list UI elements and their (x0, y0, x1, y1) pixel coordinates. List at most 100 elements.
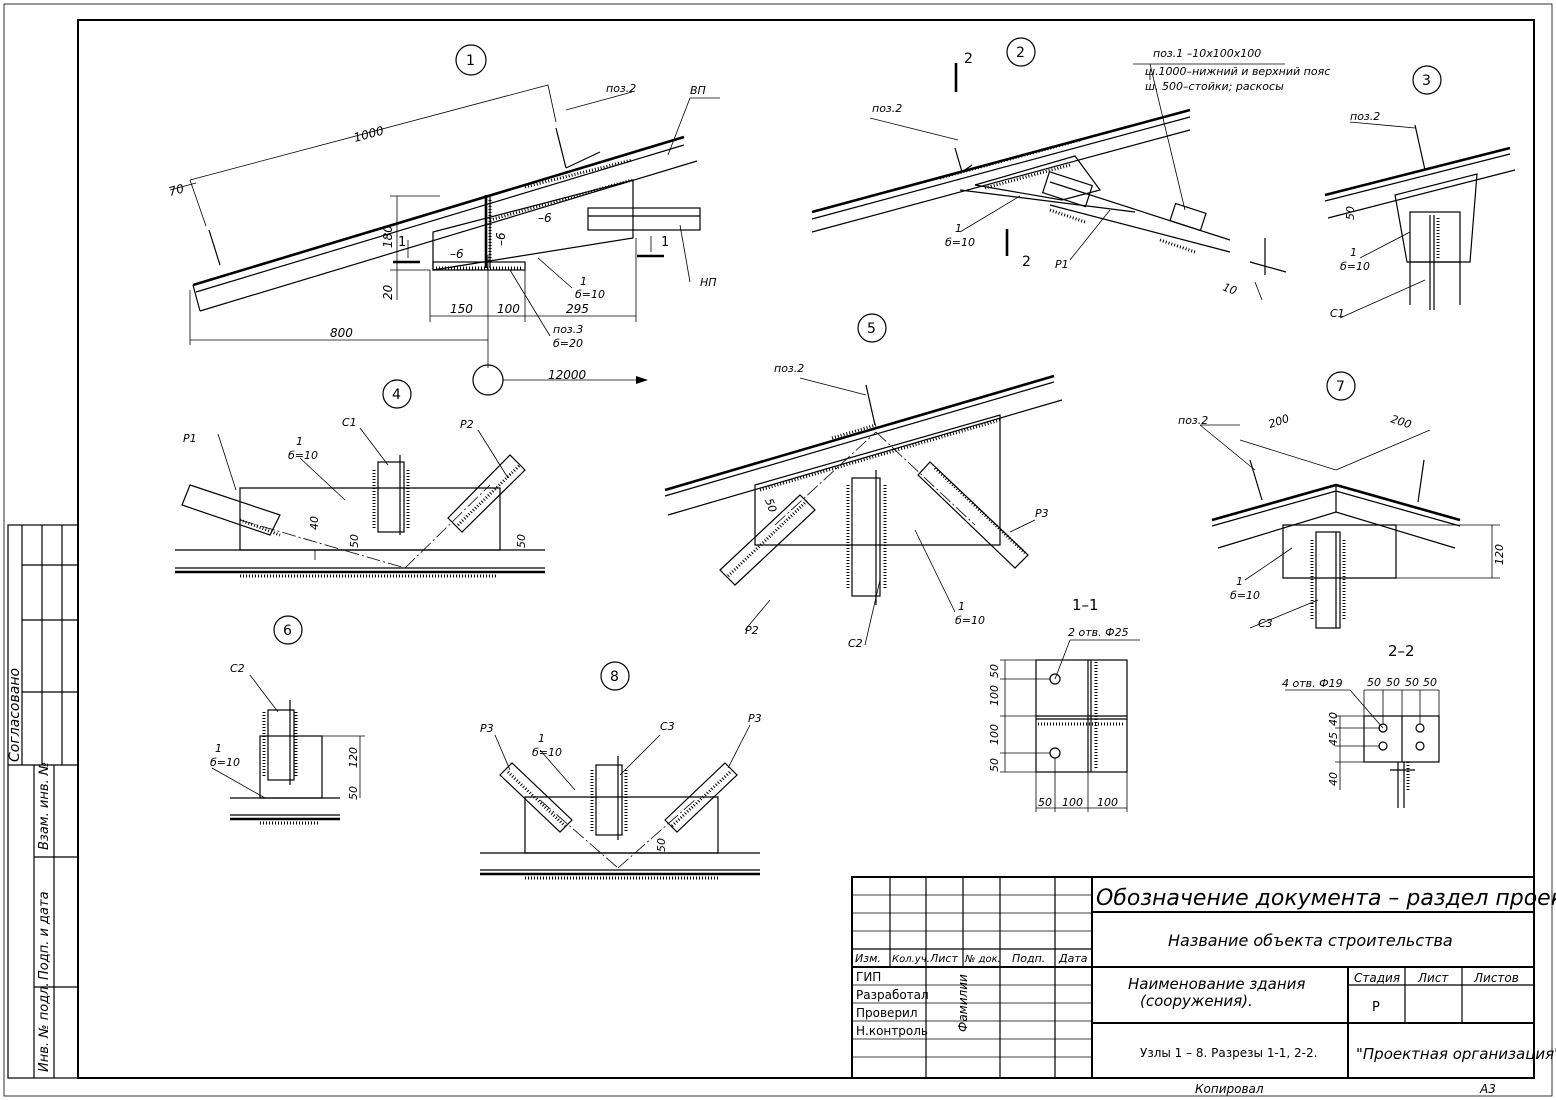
role-checker: Проверил (856, 1006, 918, 1020)
format-label: А3 (1479, 1082, 1496, 1096)
sec11-h-100a: 100 (1062, 796, 1083, 809)
inv-orig-label: Инв. № подл. (37, 982, 52, 1072)
n3-pos2: поз.2 (1350, 110, 1380, 123)
sec22-h-50c: 50 (1405, 676, 1419, 689)
n1-pos3: поз.3 (553, 323, 583, 336)
sec22-h-50b: 50 (1386, 676, 1400, 689)
n3-c1: С1 (1330, 307, 1345, 320)
n4-thick10: б=10 (288, 449, 318, 462)
sheet-content: Узлы 1 – 8. Разрезы 1-1, 2-2. (1140, 1046, 1317, 1060)
n1-t6-a: –6 (538, 211, 552, 225)
n8-dim50: 50 (655, 838, 668, 852)
n5-r2: Р2 (745, 624, 759, 637)
n1-dim-180: 180 (381, 225, 395, 248)
n8-thick10: б=10 (532, 746, 562, 759)
node-8-marker (600, 661, 630, 691)
col-docnum: № док. (964, 954, 1001, 965)
role-norm-control: Н.контроль (856, 1024, 928, 1038)
n2-note-1: поз.1 –10х100х100 (1153, 47, 1261, 60)
sec11-v-100a: 100 (988, 685, 1001, 706)
section-1-1 (1000, 639, 1140, 812)
n1-dim-12000: 12000 (548, 368, 587, 382)
copied-label: Копировал (1195, 1082, 1264, 1096)
sec11-title: 1–1 (1072, 596, 1099, 614)
n7-dim200-b: 200 (1389, 412, 1413, 431)
n8-c3: С3 (660, 720, 675, 733)
sec11-h-50: 50 (1038, 796, 1052, 809)
node-8 (480, 661, 760, 880)
n8-r3-a: Р3 (480, 722, 494, 735)
title-block (851, 876, 1535, 1079)
node-5-marker (857, 313, 887, 343)
n1-np: НП (700, 276, 717, 289)
n2-r1: Р1 (1055, 258, 1069, 271)
n4-c1: С1 (342, 416, 357, 429)
n2-item1: 1 (955, 222, 962, 235)
n2-sec-a: 2 (964, 51, 973, 67)
n7-item1: 1 (1236, 575, 1243, 588)
n4-r2: Р2 (460, 418, 474, 431)
sec11-v-100b: 100 (988, 724, 1001, 745)
n3-item1: 1 (1350, 246, 1357, 259)
n7-pos2: поз.2 (1178, 414, 1208, 427)
n3-dim50: 50 (1344, 206, 1357, 220)
organization: "Проектная организация" (1356, 1045, 1556, 1063)
node-1 (169, 44, 720, 396)
node-2 (811, 37, 1287, 301)
sheet-header: Лист (1417, 971, 1449, 985)
n1-sec-a: 1 (398, 235, 406, 250)
n7-c3: С3 (1258, 617, 1273, 630)
n2-pos2: поз.2 (872, 102, 902, 115)
node-5-num: 5 (867, 321, 876, 337)
n1-pos2: поз.2 (606, 82, 636, 95)
node-7-num: 7 (1336, 379, 1345, 395)
n1-thick10: б=10 (575, 288, 605, 301)
n1-sec-b: 1 (661, 235, 669, 250)
n6-thick10: б=10 (210, 756, 240, 769)
col-change: Изм. (855, 952, 881, 965)
n2-note-3: ш. 500–стойки; раскосы (1145, 80, 1284, 93)
sheets-header: Листов (1473, 971, 1519, 985)
n1-dim-20: 20 (381, 284, 395, 300)
node-1-marker (455, 44, 487, 76)
section-2-2 (1285, 689, 1440, 808)
n2-sec-b: 2 (1022, 254, 1031, 270)
n1-t6-c: –6 (494, 232, 508, 246)
building-name-line1: Наименование здания (1128, 975, 1305, 993)
n1-t6-b: –6 (450, 247, 464, 261)
n7-dim120: 120 (1493, 544, 1506, 565)
sec22-title: 2–2 (1388, 642, 1415, 660)
sign-date-label: Подп. и дата (37, 891, 52, 980)
n4-r1: Р1 (183, 432, 197, 445)
node-4 (175, 379, 545, 578)
sec22-holes: 4 отв. Ф19 (1282, 677, 1343, 690)
node-6-num: 6 (283, 623, 292, 639)
n5-pos2: поз.2 (774, 362, 804, 375)
building-name-line2: (сооружения). (1140, 992, 1253, 1010)
n8-item1: 1 (538, 732, 545, 745)
n1-item1: 1 (580, 275, 587, 288)
node-8-num: 8 (610, 669, 619, 685)
object-name: Название объекта строительства (1168, 931, 1453, 950)
node-2-marker (1006, 37, 1036, 67)
left-stamp: Согласовано Взам. инв. № Подп. и дата Ин… (7, 524, 79, 1079)
n3-thick10: б=10 (1340, 260, 1370, 273)
node-3 (1324, 65, 1516, 319)
doc-designation: Обозначение документа – раздел проекта (1096, 886, 1556, 911)
n6-item1: 1 (215, 742, 222, 755)
n2-dim10: 10 (1221, 281, 1239, 298)
role-gip: ГИП (856, 970, 881, 984)
sec11-v-50b: 50 (988, 758, 1001, 772)
n7-dim200-a: 200 (1267, 412, 1291, 431)
replace-inv-label: Взам. инв. № (37, 762, 52, 850)
n4-item1: 1 (296, 435, 303, 448)
n2-note-2: ш.1000–нижний и верхний пояс (1145, 65, 1330, 78)
node-4-marker (382, 379, 412, 409)
sec22-v-40a: 40 (1327, 712, 1340, 726)
n1-dim-1000: 1000 (352, 123, 385, 145)
sec22-h-50d: 50 (1423, 676, 1437, 689)
n5-item1: 1 (958, 600, 965, 613)
n1-dim-150: 150 (450, 302, 473, 316)
col-count: Кол.уч. (892, 954, 930, 965)
